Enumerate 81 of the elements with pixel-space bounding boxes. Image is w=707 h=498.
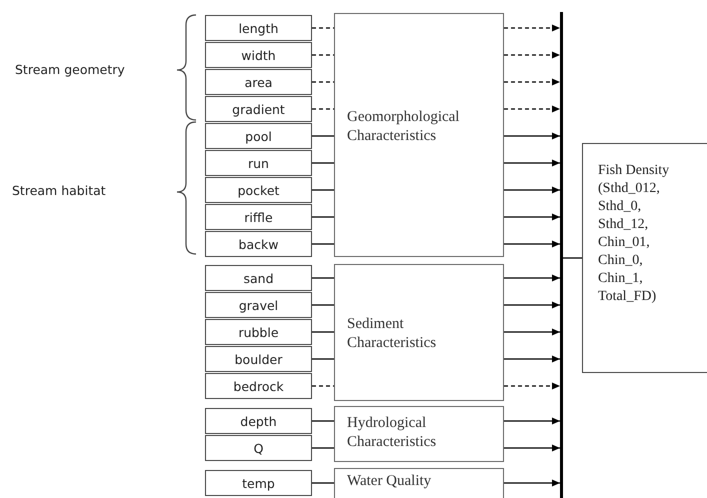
variable-label: sand [243, 270, 274, 286]
connector-line [312, 162, 334, 164]
connector-line [563, 257, 582, 259]
connector-line [312, 482, 334, 484]
connector-line [312, 81, 334, 83]
arrow [504, 214, 560, 220]
arrow [504, 24, 560, 32]
variable-label: backw [238, 236, 278, 252]
output-label: Fish Density (Sthd_012, Sthd_0, Sthd_12, Chin_01, Chin_0, Chin_1, Total_FD) [598, 162, 670, 306]
connector-line [312, 304, 334, 306]
arrow [504, 186, 560, 194]
input-box [205, 346, 312, 372]
input-box [205, 435, 312, 461]
connector-line [312, 420, 334, 422]
input-box [205, 408, 312, 434]
arrow [504, 328, 560, 336]
variable-label: pool [245, 128, 272, 144]
category-box [334, 406, 504, 462]
arrow [504, 356, 560, 362]
arrow [504, 444, 560, 452]
variable-label: run [248, 156, 269, 170]
group-label: Stream geometry [15, 62, 125, 77]
category-label: Hydrological Characteristics [347, 414, 438, 452]
arrow [504, 160, 560, 166]
bus-bar [560, 12, 563, 498]
connector-line [312, 331, 334, 333]
category-label: Sediment Characteristics [347, 315, 438, 353]
connector-line [312, 277, 334, 279]
input-box [205, 69, 312, 95]
category-label: Geomorphological Characteristics [347, 108, 460, 146]
variable-label: bedrock [233, 378, 284, 394]
connector-line [312, 385, 334, 387]
arrow [504, 106, 560, 112]
input-box [205, 373, 312, 399]
variable-label: length [238, 20, 278, 36]
connector-line [312, 358, 334, 360]
input-box [205, 292, 312, 318]
connector-line [312, 54, 334, 56]
variable-label: boulder [234, 352, 282, 366]
variable-label: riffle [244, 210, 273, 224]
input-box [205, 265, 312, 291]
input-box [205, 42, 312, 68]
variable-label: area [244, 74, 272, 90]
arrow [504, 302, 560, 308]
arrow [504, 480, 560, 486]
input-box [205, 231, 312, 257]
input-box [205, 470, 312, 496]
input-box [205, 177, 312, 203]
variable-label: gravel [238, 298, 278, 312]
connector-line [312, 189, 334, 191]
variable-label: width [241, 48, 276, 62]
output-box [582, 143, 707, 373]
variable-label: gradient [232, 102, 285, 116]
arrow [504, 240, 560, 248]
connector-line [312, 216, 334, 218]
input-box [205, 123, 312, 149]
category-label: Water Quality [347, 472, 432, 491]
input-box [205, 204, 312, 230]
connector-line [312, 108, 334, 110]
connector-line [312, 243, 334, 245]
connector-line [312, 135, 334, 137]
arrow [504, 78, 560, 86]
category-box [334, 264, 504, 401]
arrow [504, 274, 560, 282]
input-box [205, 319, 312, 345]
variable-label: rubble [238, 324, 279, 340]
arrow [504, 52, 560, 58]
variable-label: Q [254, 440, 264, 456]
connector-line [312, 447, 334, 449]
input-box [205, 150, 312, 176]
category-box [334, 13, 504, 257]
arrow [504, 418, 560, 424]
input-box [205, 15, 312, 41]
arrow [504, 132, 560, 140]
variable-label: pocket [238, 182, 280, 198]
group-label: Stream habitat [12, 183, 106, 198]
variable-label: temp [242, 476, 275, 490]
connector-line [312, 27, 334, 29]
variable-label: depth [240, 414, 277, 428]
arrow [504, 382, 560, 390]
input-box [205, 96, 312, 122]
